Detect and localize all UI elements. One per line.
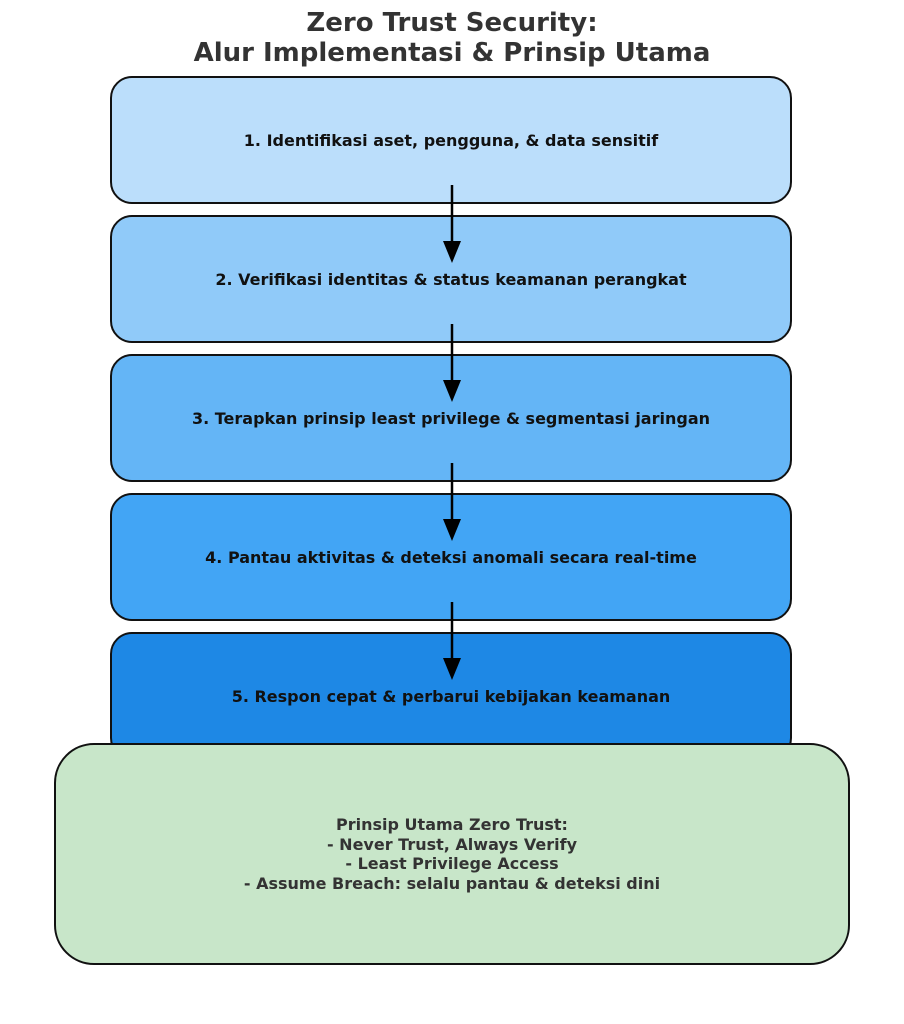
step-box-4: 4. Pantau aktivitas & deteksi anomali se… [110,493,792,621]
step-label: 1. Identifikasi aset, pengguna, & data s… [243,130,659,150]
principle-item: - Least Privilege Access [345,854,559,873]
principles-heading: Prinsip Utama Zero Trust: [336,815,568,834]
step-box-3: 3. Terapkan prinsip least privilege & se… [110,354,792,482]
step-label: 4. Pantau aktivitas & deteksi anomali se… [205,547,697,567]
diagram-title: Zero Trust Security: Alur Implementasi &… [0,8,904,68]
step-label: 2. Verifikasi identitas & status keamana… [215,269,687,289]
step-box-2: 2. Verifikasi identitas & status keamana… [110,215,792,343]
step-box-5: 5. Respon cepat & perbarui kebijakan kea… [110,632,792,760]
principles-box: Prinsip Utama Zero Trust: - Never Trust,… [54,743,850,965]
title-line-1: Zero Trust Security: [306,8,598,38]
principle-item: - Never Trust, Always Verify [326,834,578,854]
step-label: 5. Respon cepat & perbarui kebijakan kea… [231,686,671,706]
step-label: 3. Terapkan prinsip least privilege & se… [191,408,710,428]
principle-item: - Assume Breach: selalu pantau & deteksi… [243,873,661,893]
step-box-1: 1. Identifikasi aset, pengguna, & data s… [110,76,792,204]
title-line-2: Alur Implementasi & Prinsip Utama [193,38,711,68]
